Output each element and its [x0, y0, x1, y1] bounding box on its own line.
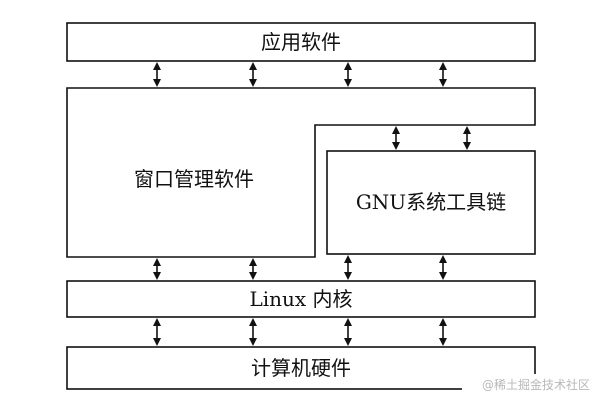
arrow-app-wm-1: [153, 62, 161, 87]
application-software-box: [66, 22, 536, 62]
gnu-toolchain-label: GNU系统工具链: [356, 190, 506, 214]
arrow-app-wm-3: [344, 62, 352, 87]
arrow-app-wm-2: [249, 62, 257, 87]
application-software-label: 应用软件: [261, 30, 341, 54]
arrow-wm-kernel-1: [153, 258, 161, 280]
arrow-wm-gnu-1: [392, 126, 400, 150]
linux-kernel-box: [66, 280, 536, 318]
linux-kernel-label: Linux 内核: [249, 287, 352, 311]
window-manager-box: [66, 87, 536, 258]
computer-hardware-label: 计算机硬件: [251, 356, 351, 380]
arrow-wm-kernel-2: [249, 258, 257, 280]
arrow-kernel-hw-1: [153, 318, 161, 346]
arrow-kernel-hw-2: [249, 318, 257, 346]
arrow-kernel-hw-3: [344, 318, 352, 346]
arrow-kernel-hw-4: [439, 318, 447, 346]
watermark: @稀土掘金技术社区: [482, 377, 590, 392]
watermark-background: [462, 374, 592, 394]
arrow-wm-gnu-2: [463, 126, 471, 150]
arrow-gnu-kernel-1: [344, 255, 352, 280]
gnu-toolchain-box: [326, 150, 536, 255]
window-manager-label: 窗口管理软件: [134, 167, 254, 191]
computer-hardware-box: [66, 346, 536, 390]
arrow-gnu-kernel-2: [439, 255, 447, 280]
arrow-app-wm-4: [439, 62, 447, 87]
